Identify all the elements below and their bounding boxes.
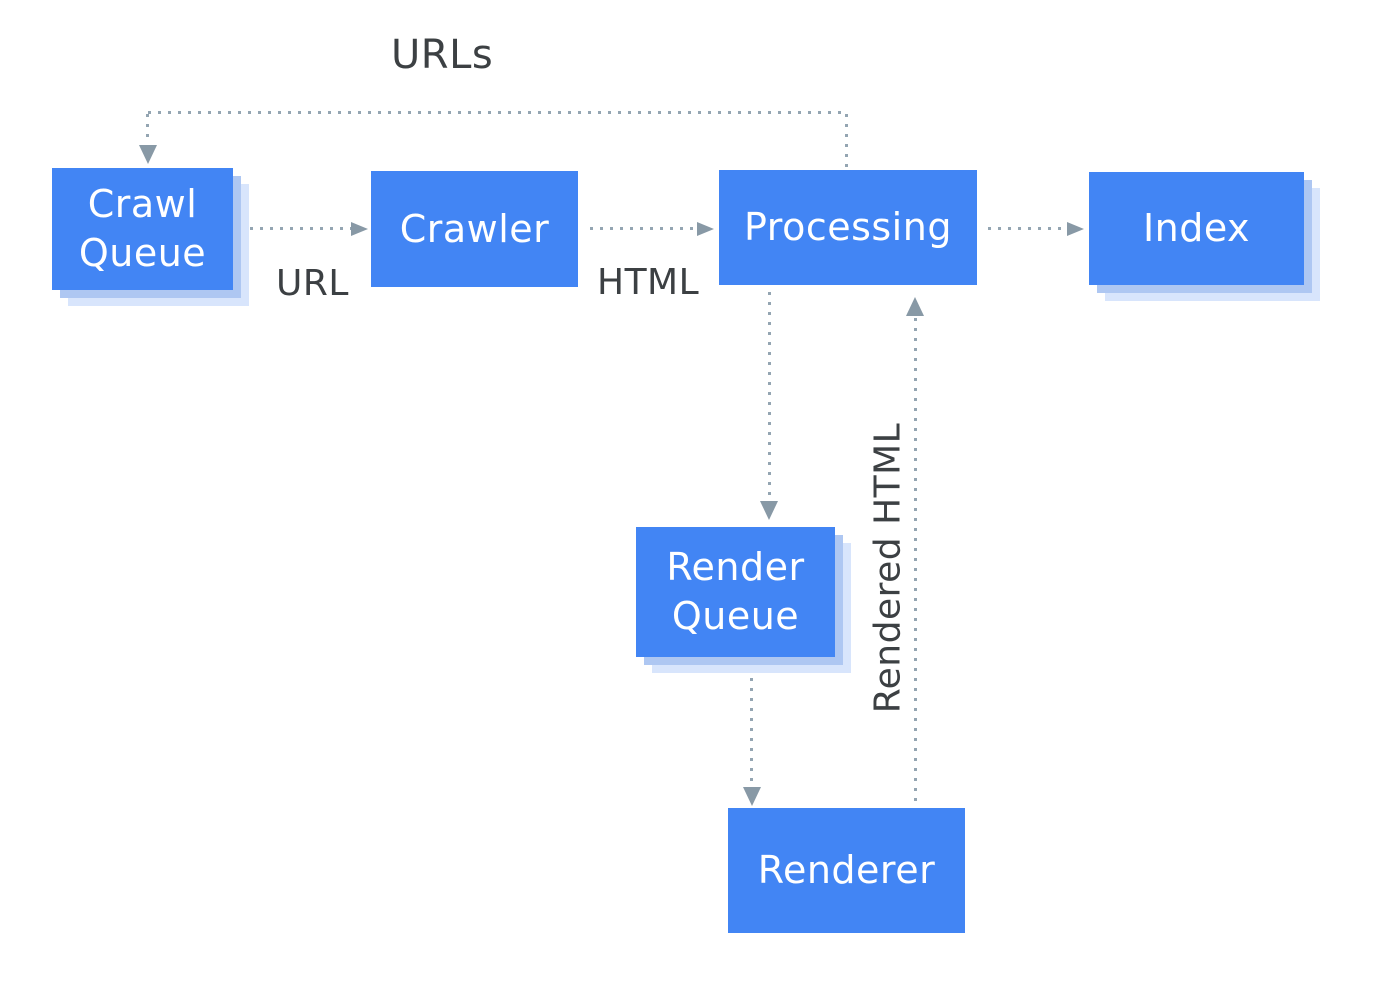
node-crawler-label: Crawler — [399, 206, 550, 251]
connector-processing-to-crawlqueue-left-drop — [146, 114, 149, 144]
arrowhead-into-index-icon — [1067, 222, 1084, 236]
node-render-queue: Render Queue — [636, 527, 835, 657]
connector-processing-to-crawlqueue-right-riser — [845, 114, 848, 171]
edge-label-rendered-html: Rendered HTML — [867, 422, 909, 714]
arrowhead-up-into-processing-icon — [906, 297, 924, 316]
node-index: Index — [1089, 172, 1304, 285]
connector-renderqueue-to-renderer — [750, 678, 753, 786]
arrowhead-into-crawler-icon — [351, 222, 368, 236]
node-crawl-queue-label: Crawl Queue — [78, 182, 207, 275]
node-index-label: Index — [1142, 206, 1251, 251]
connector-processing-to-crawlqueue-horizontal — [148, 111, 848, 114]
node-renderer: Renderer — [728, 808, 965, 933]
node-crawler: Crawler — [371, 171, 578, 287]
edge-label-url: URL — [276, 263, 349, 304]
connector-crawlqueue-to-crawler — [250, 227, 352, 230]
arrowhead-into-processing-icon — [697, 222, 714, 236]
node-processing: Processing — [719, 170, 977, 285]
node-renderer-label: Renderer — [757, 848, 936, 893]
edge-label-urls: URLs — [391, 32, 494, 78]
node-processing-label: Processing — [744, 205, 952, 250]
connector-crawler-to-processing — [590, 227, 698, 230]
connector-renderer-to-processing — [914, 318, 917, 805]
connector-processing-to-index — [988, 227, 1068, 230]
arrowhead-into-render-queue-icon — [760, 501, 778, 520]
arrowhead-into-crawl-queue-icon — [139, 145, 157, 164]
arrowhead-into-renderer-icon — [743, 787, 761, 806]
edge-label-html: HTML — [597, 262, 700, 303]
connector-processing-to-renderqueue — [768, 292, 771, 500]
node-crawl-queue: Crawl Queue — [52, 168, 233, 290]
node-render-queue-label: Render Queue — [666, 545, 805, 638]
